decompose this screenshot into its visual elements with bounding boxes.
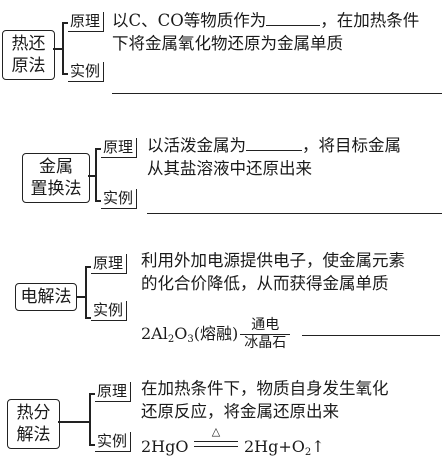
answer-line bbox=[112, 93, 442, 94]
fill-in-blank bbox=[246, 149, 302, 151]
bracket-top bbox=[95, 148, 101, 150]
state-label: (熔融) bbox=[193, 324, 239, 343]
bracket-bottom bbox=[89, 444, 95, 446]
answer-line bbox=[147, 213, 442, 214]
product: 2Hg+O bbox=[244, 437, 305, 456]
principle-text-part2: ，在加热条件 bbox=[320, 11, 420, 30]
principle-text: 以活泼金属为 ，将目标金属 从其盐溶液中还原出来 bbox=[147, 134, 443, 180]
reaction-equation: 2HgO bbox=[141, 437, 189, 457]
method-name-line1: 金属 bbox=[39, 157, 73, 177]
condition-bottom: 冰晶石 bbox=[244, 335, 287, 351]
bracket-top bbox=[89, 393, 95, 395]
principle-text-line1: 在加热条件下，物质自身发生氧化 bbox=[141, 379, 389, 398]
bracket-bottom bbox=[95, 200, 101, 202]
reaction-condition: △ bbox=[192, 426, 240, 450]
principle-text: 以C、CO等物质作为 ，在加热条件 下将金属氧化物还原为金属单质 bbox=[112, 9, 444, 55]
method-name-line2: 原法 bbox=[11, 56, 46, 76]
gas-arrow-icon: ↑ bbox=[311, 437, 325, 456]
method-box-metal-displacement: 金属 置换法 bbox=[22, 153, 90, 203]
principle-text-part3: 从其盐溶液中还原出来 bbox=[147, 159, 312, 178]
bracket-vertical bbox=[62, 22, 64, 74]
method-box-electrolysis: 电解法 bbox=[15, 283, 77, 311]
bracket-connector bbox=[76, 296, 86, 298]
principle-label: 原理 bbox=[68, 12, 105, 32]
bracket-vertical bbox=[89, 393, 91, 445]
example-label: 实例 bbox=[95, 432, 132, 452]
principle-text: 利用外加电源提供电子，使金属元素 的化合价降低，从而获得金属单质 bbox=[141, 249, 443, 295]
bracket-bottom bbox=[85, 317, 91, 319]
equals-line-top bbox=[194, 441, 238, 443]
example-label: 实例 bbox=[68, 62, 105, 82]
fill-in-blank bbox=[266, 24, 321, 26]
subscript: 3 bbox=[187, 334, 194, 345]
condition-top: 通电 bbox=[240, 317, 291, 335]
answer-line bbox=[302, 335, 440, 336]
bracket-connector bbox=[58, 421, 90, 423]
bracket-connector bbox=[88, 175, 96, 177]
method-name-line2: 解法 bbox=[16, 425, 51, 445]
reaction-equation: 2Al2O3(熔融)通电冰晶石 bbox=[141, 317, 291, 352]
subscript: 2 bbox=[304, 447, 312, 458]
principle-text-line2: 还原反应，将金属还原出来 bbox=[141, 402, 339, 421]
principle-text-part2: ，将目标金属 bbox=[302, 136, 401, 155]
reactant-o: O bbox=[174, 324, 188, 343]
bracket-vertical bbox=[95, 148, 97, 201]
method-name-line1: 电解法 bbox=[20, 287, 72, 307]
method-name-line1: 热分 bbox=[16, 403, 51, 423]
bracket-vertical bbox=[85, 266, 87, 318]
method-box-thermal-reduction: 热还 原法 bbox=[2, 30, 55, 80]
subscript: 2 bbox=[167, 334, 175, 345]
method-name-line1: 热还 bbox=[11, 34, 46, 54]
reaction-condition: 通电冰晶石 bbox=[240, 317, 291, 352]
reactant: 2HgO bbox=[141, 437, 189, 456]
principle-text: 在加热条件下，物质自身发生氧化 还原反应，将金属还原出来 bbox=[141, 377, 443, 423]
bracket-bottom bbox=[62, 73, 68, 75]
equals-line-bottom bbox=[194, 446, 238, 448]
method-box-thermal-decomposition: 热分 解法 bbox=[7, 399, 60, 449]
principle-label: 原理 bbox=[101, 138, 138, 158]
principle-text-part1: 以活泼金属为 bbox=[147, 136, 246, 155]
principle-text-part3: 下将金属氧化物还原为金属单质 bbox=[112, 34, 343, 53]
bracket-top bbox=[85, 266, 91, 268]
principle-text-part1: 以C、CO等物质作为 bbox=[112, 11, 267, 30]
method-name-line2: 置换法 bbox=[30, 179, 82, 199]
principle-label: 原理 bbox=[91, 254, 128, 274]
heat-symbol: △ bbox=[211, 425, 221, 438]
principle-text-line2: 的化合价降低，从而获得金属单质 bbox=[141, 274, 389, 293]
bracket-top bbox=[62, 22, 68, 24]
bracket-connector bbox=[53, 48, 63, 50]
principle-text-line1: 利用外加电源提供电子，使金属元素 bbox=[141, 251, 405, 270]
example-label: 实例 bbox=[91, 301, 128, 321]
example-label: 实例 bbox=[101, 189, 138, 209]
principle-label: 原理 bbox=[95, 382, 132, 402]
reaction-products: 2Hg+O2↑ bbox=[244, 437, 325, 458]
reactant-al: 2Al bbox=[141, 324, 168, 343]
